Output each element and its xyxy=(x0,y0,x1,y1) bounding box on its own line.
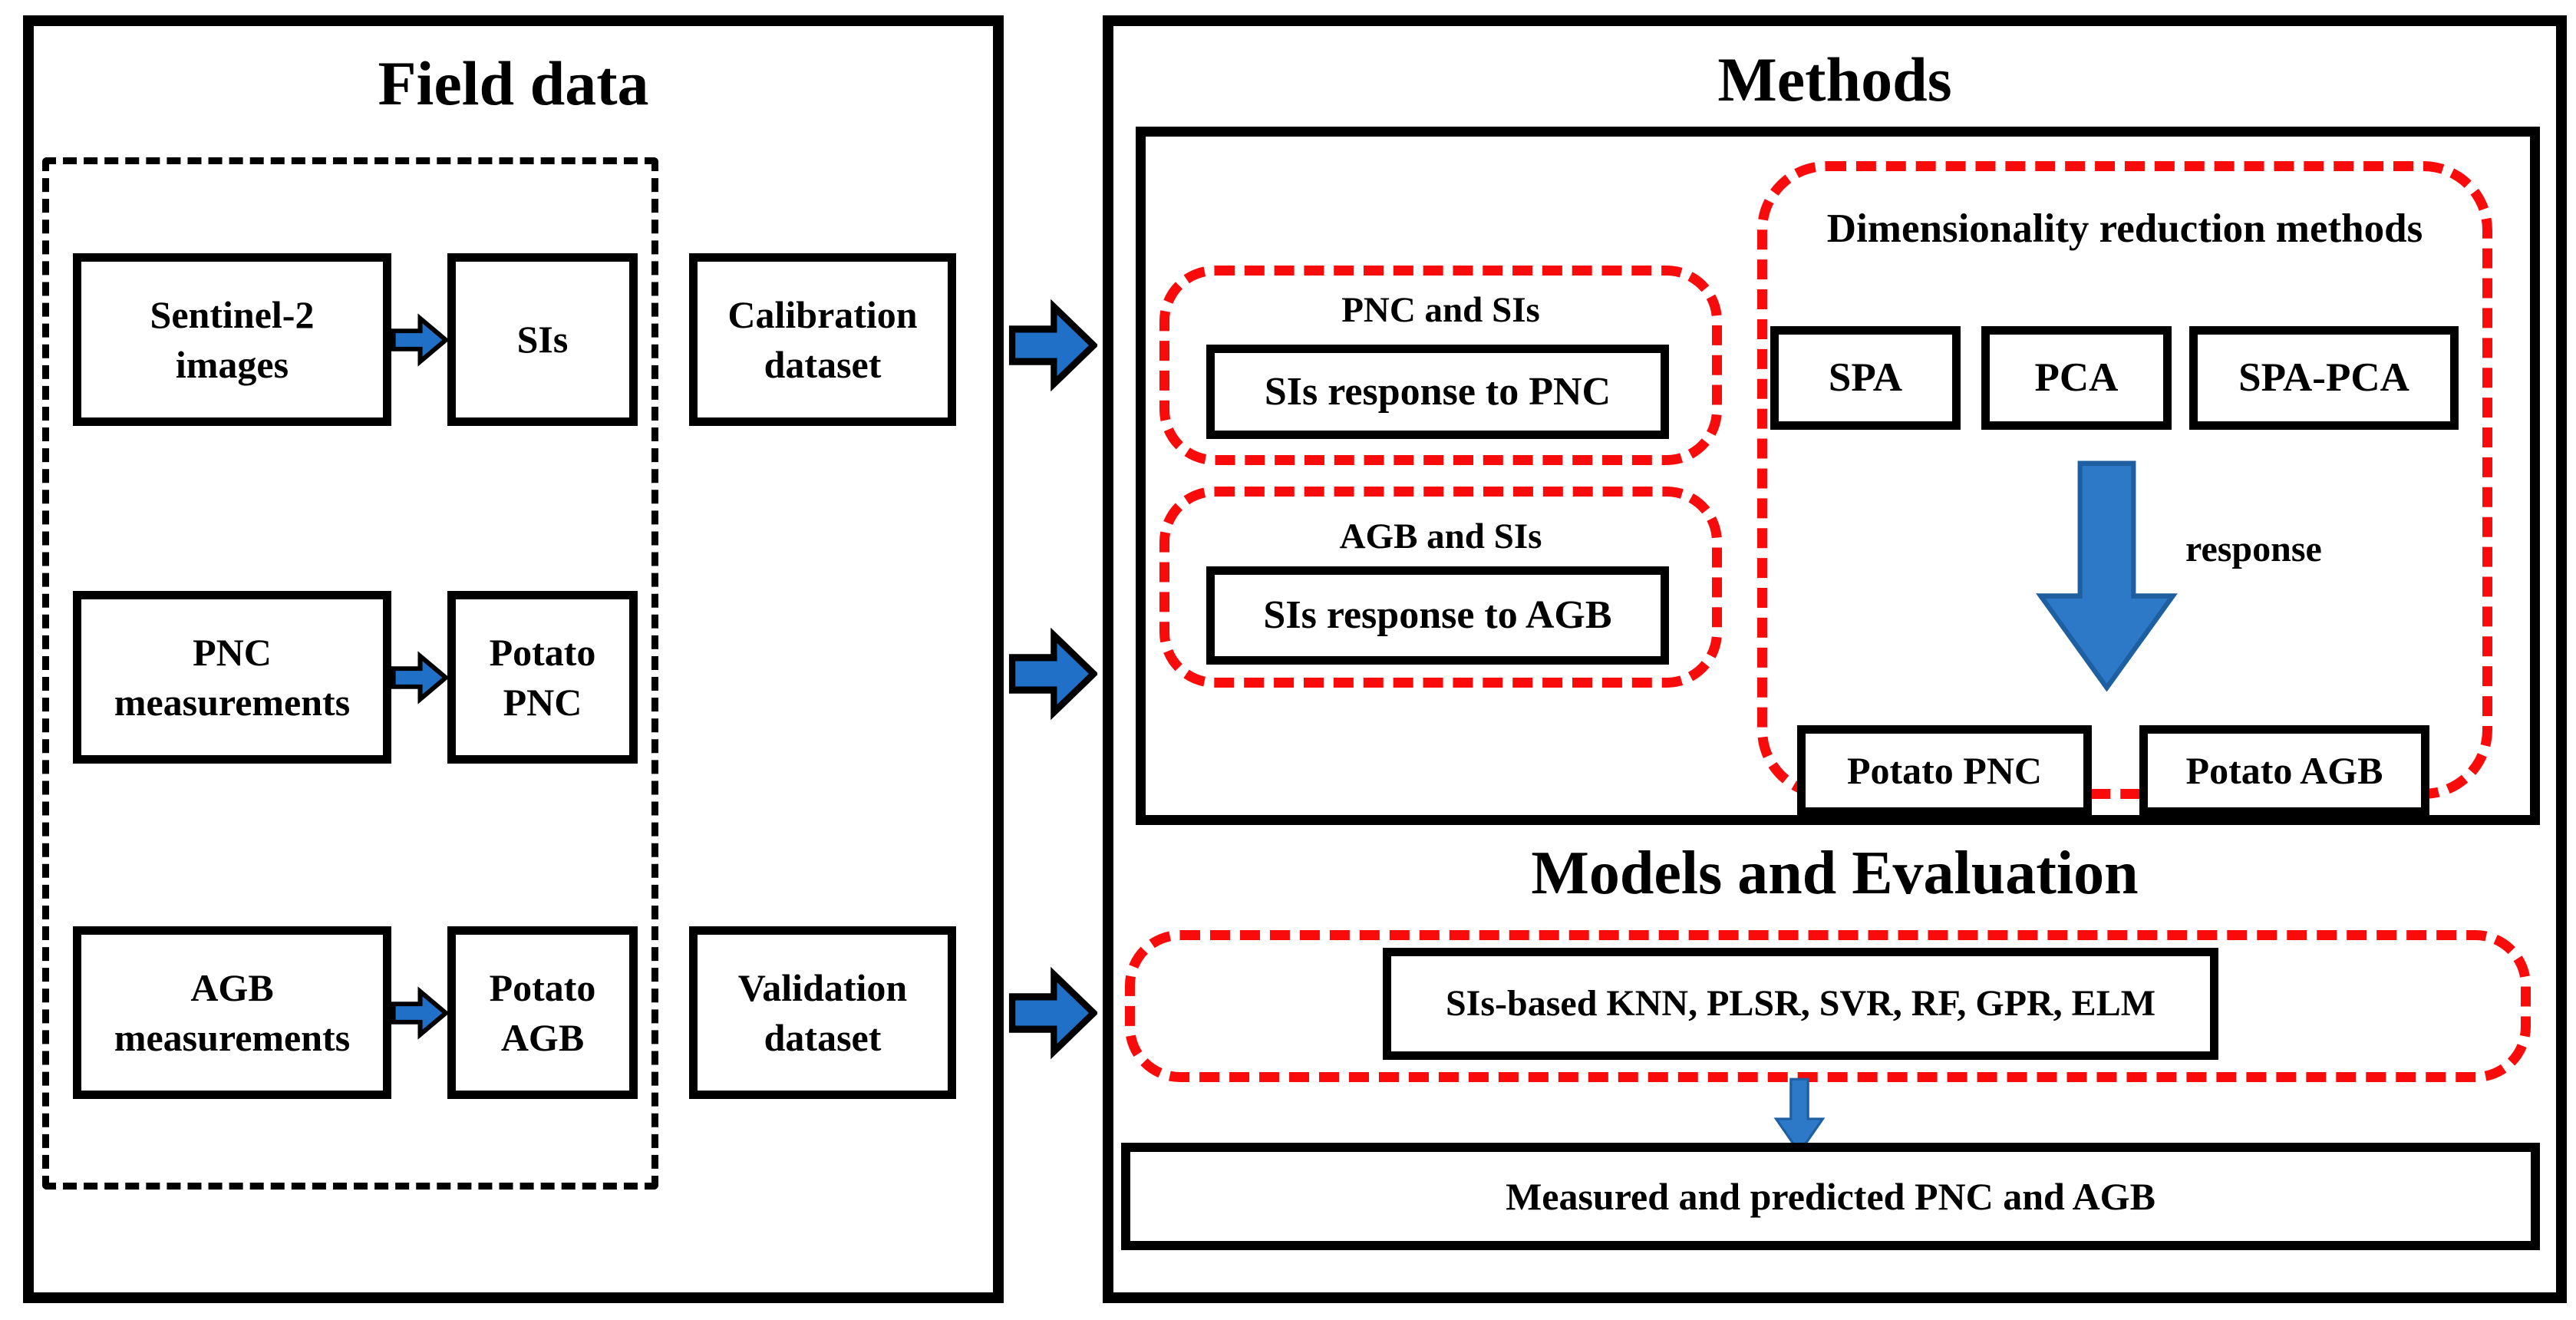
field-to-methods-arrow-icon xyxy=(1007,295,1097,396)
field-to-methods-arrow-icon xyxy=(1007,623,1097,724)
measured-predicted-result-box: Measured and predicted PNC and AGB xyxy=(1121,1143,2540,1250)
response-label: response xyxy=(2185,529,2322,569)
models-box: SIs-based KNN, PLSR, SVR, RF, GPR, ELM xyxy=(1383,948,2218,1060)
spa-pca-box: SPA-PCA xyxy=(2189,326,2459,430)
sentinel2-images-box: Sentinel-2 images xyxy=(73,253,391,426)
models-evaluation-title: Models and Evaluation xyxy=(1531,840,2139,907)
methods-inner-box: PNC and SIs SIs response to PNC AGB and … xyxy=(1136,127,2540,825)
agb-sis-group: AGB and SIs SIs response to AGB xyxy=(1159,487,1722,688)
response-down-arrow-icon xyxy=(2028,457,2185,695)
field-data-title: Field data xyxy=(378,48,649,118)
models-group: SIs-based KNN, PLSR, SVR, RF, GPR, ELM xyxy=(1125,930,2531,1082)
methods-title: Methods xyxy=(1717,45,1952,114)
sis-box: SIs xyxy=(447,253,638,426)
models-to-result-arrow-icon xyxy=(1769,1077,1830,1155)
agb-measurements-box: AGB measurements xyxy=(73,926,391,1099)
pnc-sis-group: PNC and SIs SIs response to PNC xyxy=(1159,266,1722,465)
sis-response-pnc-box: SIs response to PNC xyxy=(1206,345,1669,439)
potato-agb-box: Potato AGB xyxy=(447,926,638,1099)
field-data-dashed-group xyxy=(42,157,658,1190)
arrow-right-icon xyxy=(390,649,448,706)
calibration-dataset-box: Calibration dataset xyxy=(689,253,956,426)
pnc-sis-label: PNC and SIs xyxy=(1341,290,1540,330)
validation-dataset-box: Validation dataset xyxy=(689,926,956,1099)
dimensionality-reduction-title: Dimensionality reduction methods xyxy=(1826,206,2423,251)
potato-pnc-box: Potato PNC xyxy=(447,591,638,764)
pnc-measurements-box: PNC measurements xyxy=(73,591,391,764)
field-data-panel: Field data Sentinel-2 images SIs Calibra… xyxy=(23,15,1004,1303)
arrow-right-icon xyxy=(390,985,448,1041)
pca-box: PCA xyxy=(1981,326,2172,430)
field-to-models-arrow-icon xyxy=(1007,962,1097,1064)
dimensionality-reduction-group: Dimensionality reduction methods SPA PCA… xyxy=(1757,161,2492,816)
methods-panel: Methods PNC and SIs SIs response to PNC … xyxy=(1103,15,2567,1303)
arrow-right-icon xyxy=(390,312,448,368)
potato-agb-output-box: Potato AGB xyxy=(2139,725,2429,816)
agb-sis-label: AGB and SIs xyxy=(1339,516,1542,556)
sis-response-agb-box: SIs response to AGB xyxy=(1206,566,1669,665)
potato-pnc-output-box: Potato PNC xyxy=(1797,725,2092,816)
spa-box: SPA xyxy=(1770,326,1961,430)
